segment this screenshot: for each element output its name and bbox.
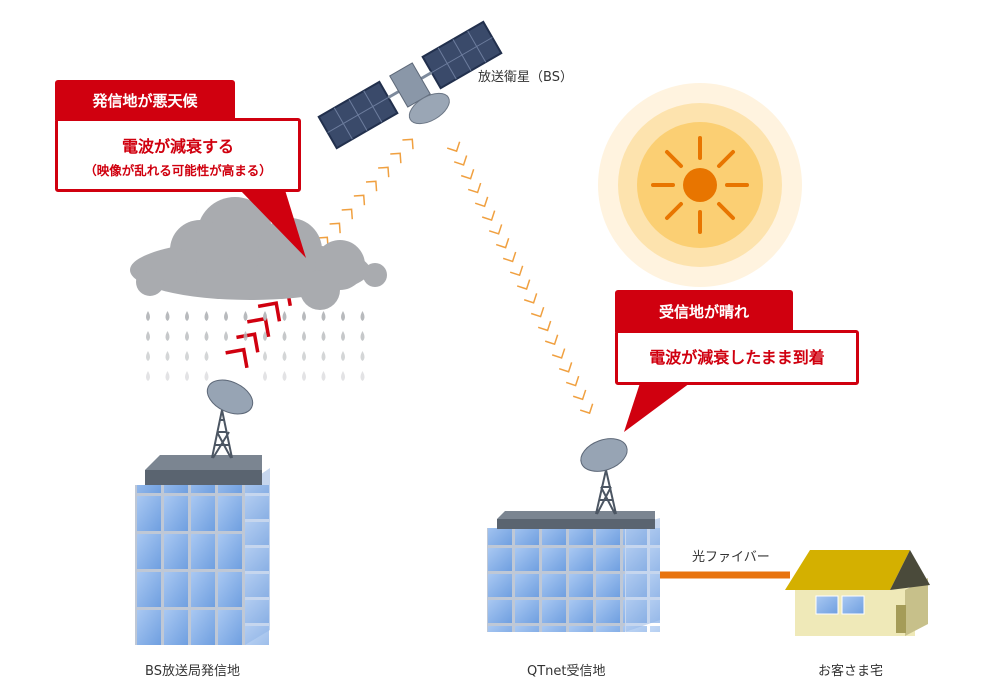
satellite-icon — [317, 20, 503, 150]
rain-drop — [204, 351, 209, 361]
signal-chevron-uplink — [365, 180, 378, 192]
callout-receiver-tab: 受信地が晴れ — [615, 290, 793, 332]
rain-drop — [204, 331, 209, 341]
callout-sender-box: 電波が減衰する （映像が乱れる可能性が高まる） — [55, 118, 301, 192]
rain-drop — [302, 311, 306, 321]
rain-drop — [263, 371, 267, 381]
signal-chevron-uplink — [353, 194, 366, 206]
callout-sender-tab: 発信地が悪天候 — [55, 80, 235, 120]
rain-drop — [360, 311, 365, 321]
rain-drop — [341, 331, 345, 341]
signal-chevron-uplink — [329, 222, 341, 234]
rain-drop — [243, 311, 248, 321]
rain-drop — [165, 351, 170, 361]
signal-chevron-downlink — [446, 141, 461, 153]
rain-drop — [263, 351, 267, 361]
signal-chevron-downlink — [551, 348, 566, 359]
rain-drop — [302, 331, 306, 341]
rain-drop — [185, 331, 189, 341]
rain-drop — [360, 371, 365, 381]
signal-chevron-uplink — [341, 208, 354, 220]
rain-drop — [263, 331, 267, 341]
rain-drop — [204, 311, 209, 321]
receiver-building — [487, 438, 660, 632]
rain-drops — [146, 311, 365, 381]
rain-drop — [282, 311, 287, 321]
rain-drop — [263, 311, 267, 321]
rain-drop — [204, 371, 209, 381]
signal-chevron-downlink — [467, 182, 482, 194]
signal-chevron-red — [225, 347, 249, 369]
rain-drop — [360, 351, 365, 361]
rain-drop — [321, 331, 326, 341]
callout-tail — [624, 383, 690, 432]
rain-drop — [185, 311, 189, 321]
signal-chevron-downlink — [474, 196, 489, 208]
callout-tail — [240, 190, 306, 258]
rain-drop — [243, 331, 248, 341]
signal-chevron-red — [236, 332, 260, 353]
rain-drop — [146, 331, 150, 341]
rain-drop — [282, 351, 287, 361]
callout-receiver-main: 電波が減衰したまま到着 — [649, 348, 825, 367]
fiber-label: 光ファイバー — [692, 550, 770, 565]
signal-chevron-downlink — [481, 210, 496, 222]
signal-chevron-uplink — [378, 166, 390, 178]
signal-chevron-downlink — [579, 403, 594, 415]
signal-chevron-downlink — [572, 389, 587, 401]
rain-drop — [341, 351, 345, 361]
rain-drop — [302, 371, 306, 381]
rain-drop — [282, 331, 287, 341]
rain-cloud-icon — [130, 197, 387, 310]
signal-chevron-uplink — [390, 152, 402, 164]
signal-chevron-downlink — [516, 279, 531, 290]
signal-chevron-downlink — [509, 265, 524, 277]
signal-chevron-downlink — [488, 224, 503, 235]
rain-drop — [360, 331, 365, 341]
signal-chevron-downlink — [460, 169, 475, 180]
signal-chevron-downlink — [558, 362, 573, 373]
rain-drop — [224, 311, 228, 321]
rain-drop — [341, 311, 345, 321]
signal-chevron-downlink — [537, 320, 552, 332]
sender-location-label: BS放送局発信地 — [145, 664, 240, 679]
satellite-label: 放送衛星（BS） — [478, 70, 573, 85]
rain-drop — [165, 331, 170, 341]
customer-house-icon — [785, 550, 930, 636]
signal-chevron-downlink — [495, 238, 510, 249]
signal-chevron-downlink — [565, 375, 580, 387]
receiver-location-label: QTnet受信地 — [527, 664, 606, 679]
signal-chevron-downlink — [523, 293, 538, 304]
sender-building — [135, 379, 270, 645]
rain-drop — [321, 351, 326, 361]
rain-drop — [224, 331, 228, 341]
rain-drop — [341, 371, 345, 381]
signal-chevron-downlink — [453, 155, 468, 166]
rain-drop — [302, 351, 306, 361]
rain-drop — [146, 311, 150, 321]
rain-drop — [321, 311, 326, 321]
rain-drop — [165, 311, 170, 321]
rain-drop — [146, 371, 150, 381]
customer-location-label: お客さま宅 — [818, 664, 884, 679]
signal-chevron-downlink — [544, 334, 559, 346]
sun-icon — [598, 83, 802, 287]
rain-drop — [185, 371, 189, 381]
rain-drop — [165, 371, 170, 381]
rain-drop — [282, 371, 287, 381]
rain-drop — [185, 351, 189, 361]
callout-sender-sub: （映像が乱れる可能性が高まる） — [84, 163, 272, 178]
rain-drop — [321, 371, 326, 381]
callout-receiver-box: 電波が減衰したまま到着 — [615, 330, 859, 385]
signal-chevron-uplink — [402, 138, 414, 150]
signal-chevron-downlink — [530, 306, 545, 318]
callout-sender-main: 電波が減衰する — [121, 137, 234, 156]
signal-chevron-downlink — [502, 251, 517, 263]
signal-chevron-red — [257, 301, 282, 322]
rain-drop — [146, 351, 150, 361]
